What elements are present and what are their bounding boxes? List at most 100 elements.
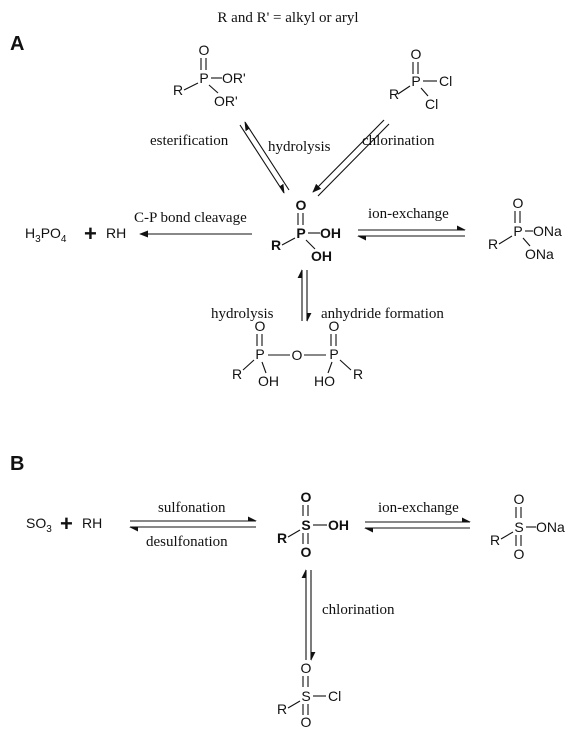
bond-p-oh-2 <box>305 239 316 250</box>
bond-p-r <box>183 82 199 91</box>
arrow-sulfonation-desulfonation <box>129 516 257 532</box>
atom-oxygen: O <box>514 491 525 507</box>
atom-bridging-oxygen: O <box>292 347 303 363</box>
disodium-phosphonate: O P R ONa ONa <box>488 195 562 262</box>
group-hydroxyl: OH <box>328 517 349 533</box>
atom-oxygen: O <box>301 489 312 505</box>
label-ion-exchange-b: ion-exchange <box>378 500 459 516</box>
phosphonic-anhydride: O P R OH O O P R HO <box>232 318 363 389</box>
arrow-chlorination-b <box>301 569 316 661</box>
atom-oxygen: O <box>514 546 525 562</box>
label-cp-bond-cleavage: C-P bond cleavage <box>134 210 247 226</box>
phosphonate-diester: O P R OR' OR' <box>173 42 246 109</box>
bond-p-or-2 <box>208 84 219 94</box>
sulfonyl-chloride: O S O R Cl <box>277 660 341 729</box>
atom-oxygen: O <box>329 318 340 334</box>
group-hydroxyl: OH <box>320 225 341 241</box>
group-hydroxyl: HO <box>314 373 335 389</box>
group-sodium-oxide: ONa <box>533 223 562 239</box>
atom-r: R <box>277 701 287 717</box>
atom-phosphorus: P <box>296 225 305 241</box>
atom-chlorine: Cl <box>425 96 438 112</box>
substituent-definition: R and R' = alkyl or aryl <box>217 10 358 26</box>
arrow-ion-exchange-a <box>357 225 466 241</box>
atom-r: R <box>173 82 183 98</box>
panel-label-a: A <box>10 33 24 55</box>
arrow-esterification <box>239 124 285 194</box>
bond-p-r <box>397 85 411 95</box>
arrow-chlorination-line-2 <box>317 123 390 197</box>
arrow-hydrolysis <box>244 121 290 191</box>
atom-r: R <box>271 237 281 253</box>
label-chlorination-b: chlorination <box>322 602 395 618</box>
atom-r: R <box>277 530 287 546</box>
arrow-hydrolysis-anhydride <box>297 269 312 322</box>
species-rh: RH <box>82 515 102 531</box>
bond-s-r <box>287 700 301 709</box>
panel-label-b: B <box>10 453 24 475</box>
bond-p-r <box>339 359 352 371</box>
label-chlorination-a: chlorination <box>362 133 435 149</box>
arrow-chlorination-a <box>312 119 390 197</box>
label-ion-exchange-a: ion-exchange <box>368 206 449 222</box>
group-hydroxyl: OH <box>258 373 279 389</box>
plus-sign: + <box>84 221 97 246</box>
bond-p-r <box>281 237 296 246</box>
group-sodium-oxide: ONa <box>525 246 554 262</box>
bond-p-oh <box>327 361 333 374</box>
atom-sulfur: S <box>301 517 310 533</box>
bond-p-oh <box>261 361 267 374</box>
bond-p-r <box>498 235 513 245</box>
atom-sulfur: S <box>301 688 310 704</box>
bond-s-r <box>500 531 514 540</box>
label-hydrolysis-bottom: hydrolysis <box>211 306 274 322</box>
sulfonic-acid: O S O R OH <box>277 489 349 560</box>
atom-phosphorus: P <box>411 73 420 89</box>
atom-phosphorus: P <box>513 223 522 239</box>
atom-oxygen: O <box>255 318 266 334</box>
atom-oxygen: O <box>513 195 524 211</box>
atom-oxygen: O <box>301 660 312 676</box>
atom-r: R <box>389 86 399 102</box>
label-esterification: esterification <box>150 133 229 149</box>
group-or-prime: OR' <box>214 93 238 109</box>
plus-sign: + <box>60 511 73 536</box>
arrow-chlorination-line-1 <box>312 119 385 193</box>
label-sulfonation: sulfonation <box>158 500 226 516</box>
bond-p-r <box>242 359 255 371</box>
bond-p-cl-2 <box>420 87 429 97</box>
atom-oxygen: O <box>301 544 312 560</box>
sulfur-trioxide-plus-rh: SO3 + RH <box>26 511 102 536</box>
atom-r: R <box>232 366 242 382</box>
species-rh: RH <box>106 225 126 241</box>
atom-phosphorus: P <box>329 346 338 362</box>
sodium-sulfonate: O S O R ONa <box>490 491 565 562</box>
phosphonic-acid: O P R OH OH <box>271 197 341 264</box>
atom-oxygen: O <box>199 42 210 58</box>
label-desulfonation: desulfonation <box>146 534 228 550</box>
atom-r: R <box>490 532 500 548</box>
label-hydrolysis-top: hydrolysis <box>268 139 331 155</box>
phosphonic-dichloride: O P R Cl Cl <box>389 46 452 112</box>
bond-s-r <box>287 529 301 538</box>
bond-p-ona-2 <box>522 237 531 247</box>
species-phosphoric-acid: H3PO4 <box>25 225 67 245</box>
group-sodium-oxide: ONa <box>536 519 565 535</box>
atom-oxygen: O <box>296 197 307 213</box>
group-or-prime: OR' <box>222 70 246 86</box>
arrow-ion-exchange-b <box>364 517 471 533</box>
atom-chlorine: Cl <box>439 73 452 89</box>
atom-chlorine: Cl <box>328 688 341 704</box>
atom-phosphorus: P <box>255 346 264 362</box>
atom-sulfur: S <box>514 519 523 535</box>
arrow-esterification-hydrolysis <box>239 121 290 194</box>
atom-r: R <box>353 366 363 382</box>
species-sulfur-trioxide: SO3 <box>26 515 52 535</box>
atom-phosphorus: P <box>199 70 208 86</box>
atom-oxygen: O <box>411 46 422 62</box>
atom-oxygen: O <box>301 714 312 729</box>
group-hydroxyl: OH <box>311 248 332 264</box>
cleavage-products: H3PO4 + RH <box>25 221 126 246</box>
atom-r: R <box>488 236 498 252</box>
